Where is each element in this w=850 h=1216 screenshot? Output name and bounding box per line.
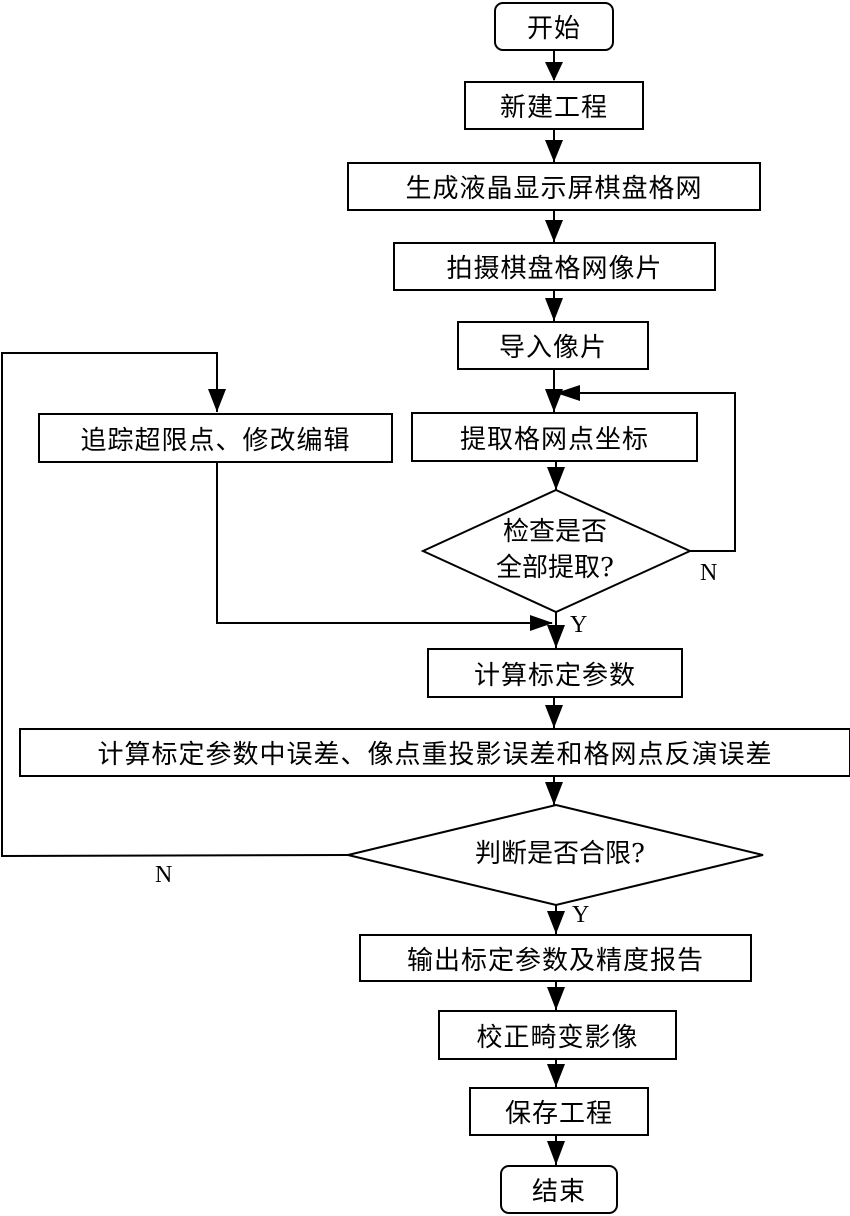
end-node: 结束: [500, 1165, 618, 1214]
arrow-check-no-loop: [560, 392, 736, 552]
calc-params-node: 计算标定参数: [427, 648, 683, 698]
start-node: 开始: [494, 2, 614, 51]
calc-errors-label: 计算标定参数中误差、像点重投影误差和格网点反演误差: [97, 740, 773, 770]
photograph-grid-label: 拍摄棋盘格网像片: [446, 254, 663, 284]
check-line2: 全部提取?: [496, 553, 614, 583]
arrow-trace-to-main: [216, 462, 552, 624]
import-photos-label: 导入像片: [498, 333, 607, 363]
decision-judge-limit: 判断是否合限?: [440, 836, 680, 872]
arrow-judge-no-loop: [1, 352, 349, 858]
decision-judge-limit-shape: [347, 803, 764, 907]
start-label: 开始: [526, 14, 581, 44]
judge-no-label: N: [155, 862, 173, 888]
check-yes-label: Y: [570, 612, 588, 638]
output-report-node: 输出标定参数及精度报告: [359, 934, 752, 982]
generate-grid-node: 生成液晶显示屏棋盘格网: [347, 162, 761, 211]
new-project-label: 新建工程: [499, 93, 608, 123]
save-project-label: 保存工程: [504, 1099, 613, 1129]
check-line1: 检查是否: [502, 517, 607, 547]
trace-points-node: 追踪超限点、修改编辑: [38, 413, 393, 463]
judge-label: 判断是否合限?: [475, 839, 645, 869]
extract-coords-label: 提取格网点坐标: [459, 424, 649, 455]
save-project-node: 保存工程: [469, 1087, 649, 1136]
trace-points-label: 追踪超限点、修改编辑: [80, 425, 351, 456]
new-project-node: 新建工程: [464, 81, 644, 130]
check-no-label: N: [700, 560, 718, 586]
generate-grid-label: 生成液晶显示屏棋盘格网: [405, 174, 703, 204]
decision-check-extracted-shape: [420, 488, 693, 614]
import-photos-node: 导入像片: [457, 321, 649, 370]
judge-yes-label: Y: [572, 902, 590, 928]
calc-errors-node: 计算标定参数中误差、像点重投影误差和格网点反演误差: [19, 728, 850, 777]
output-report-label: 输出标定参数及精度报告: [406, 945, 704, 976]
calc-params-label: 计算标定参数: [473, 660, 636, 691]
end-label: 结束: [531, 1177, 586, 1207]
correct-images-label: 校正畸变影像: [476, 1022, 639, 1053]
correct-images-node: 校正畸变影像: [438, 1010, 677, 1060]
photograph-grid-node: 拍摄棋盘格网像片: [393, 242, 716, 291]
decision-check-extracted: 检查是否 全部提取?: [470, 514, 640, 586]
extract-coords-node: 提取格网点坐标: [411, 412, 698, 462]
